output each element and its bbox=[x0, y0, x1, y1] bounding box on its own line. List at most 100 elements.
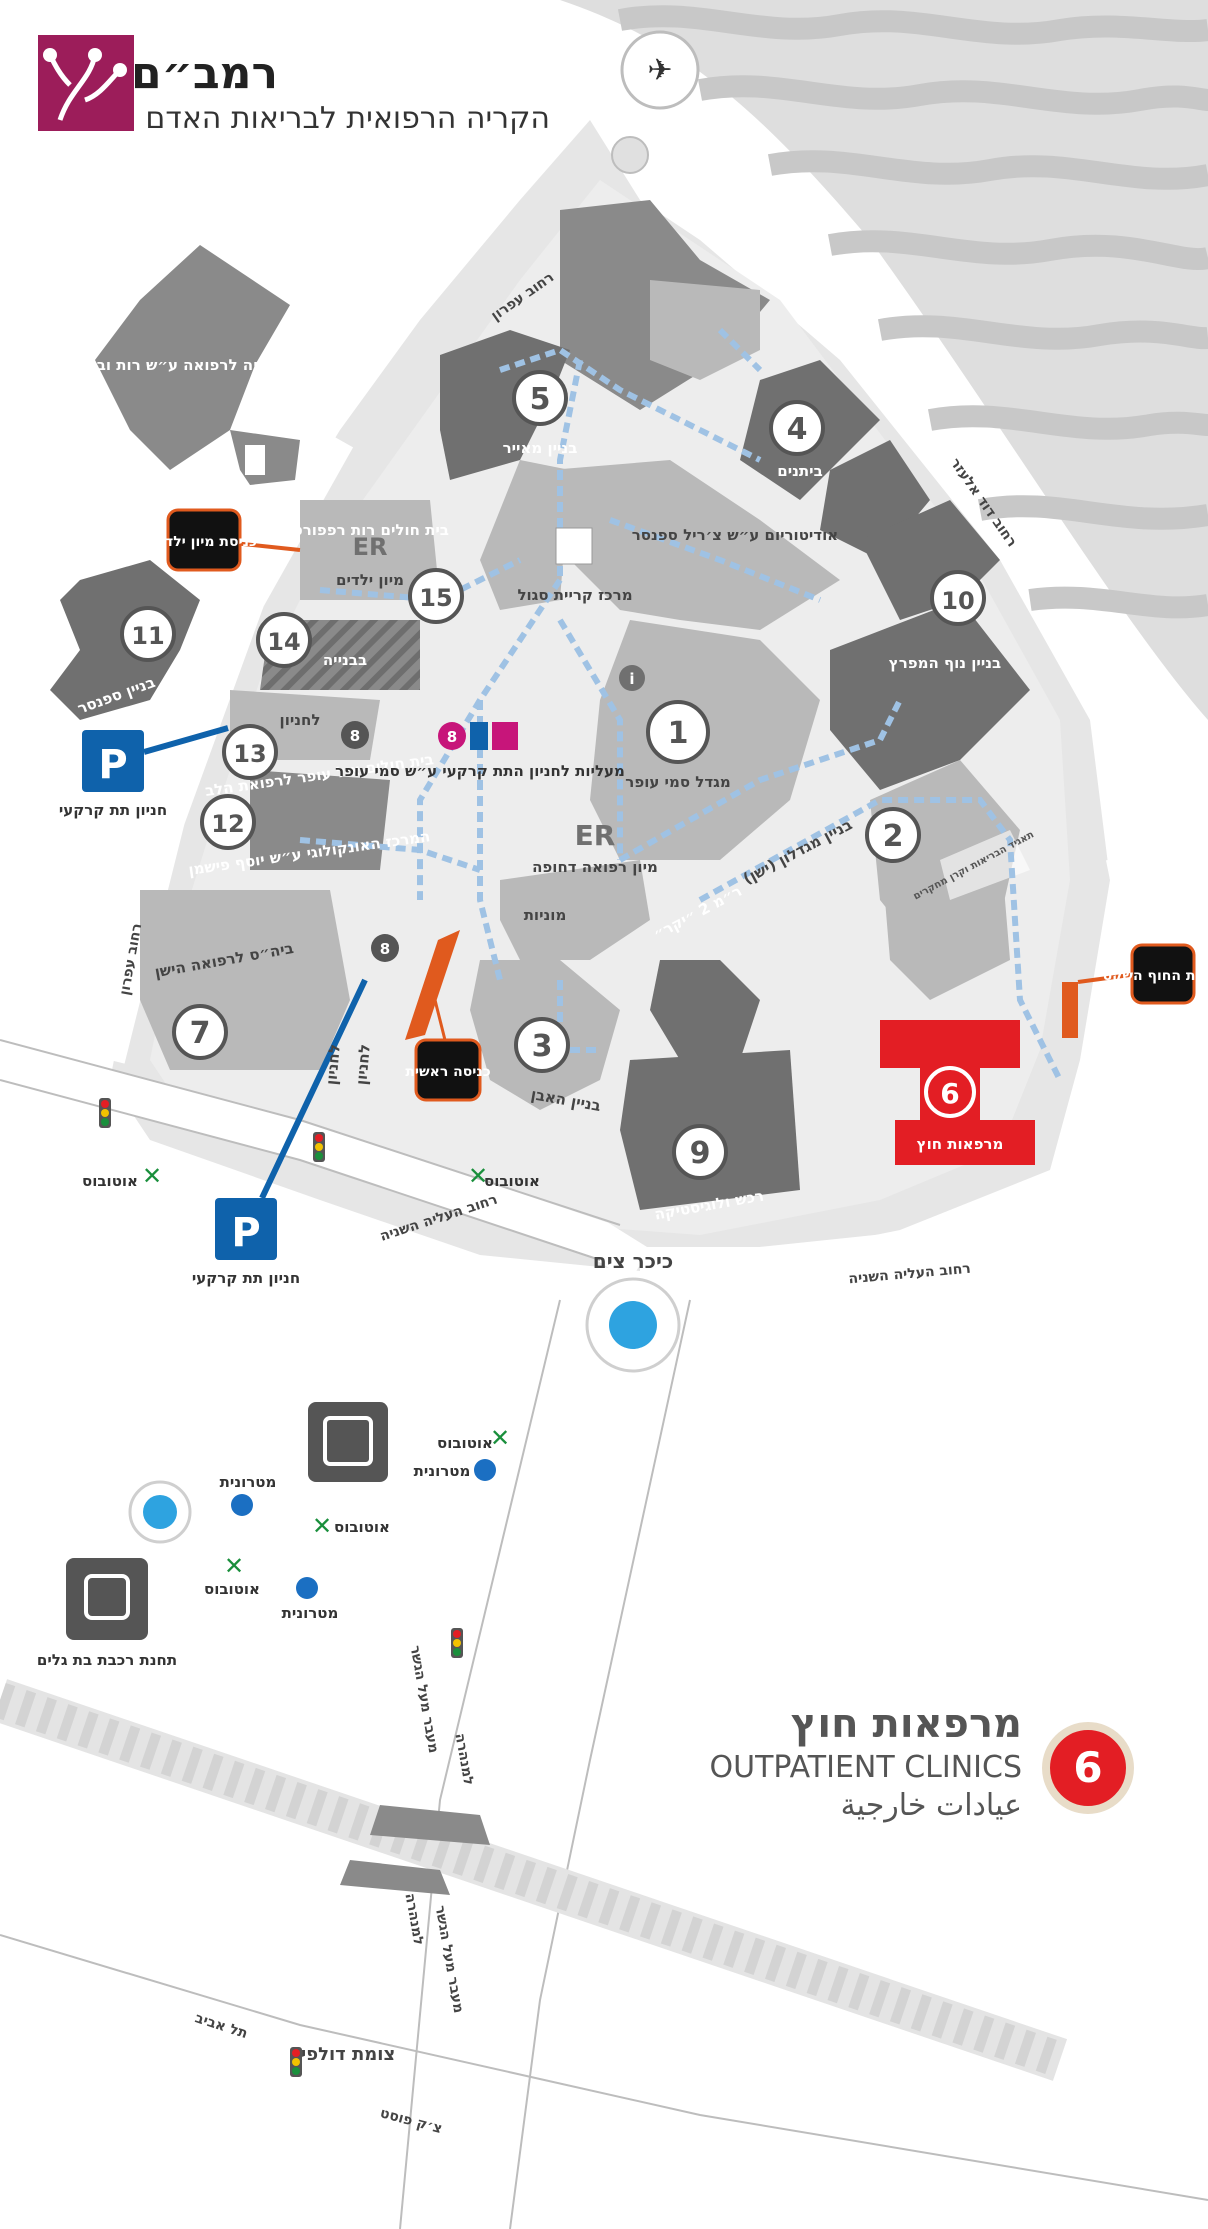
technion-building bbox=[95, 245, 300, 485]
helipad: ✈ bbox=[611, 30, 700, 174]
parking-labels: חניון תת קרקעי חניון תת קרקעי מעליות לחנ… bbox=[59, 711, 625, 1287]
badge-9: 9 bbox=[672, 1124, 728, 1180]
svg-text:9: 9 bbox=[690, 1136, 711, 1171]
badge-parking-8-left: 8 bbox=[341, 721, 369, 749]
bus-icon: ✕ bbox=[490, 1424, 510, 1452]
label-auditorium: אודיטוריום ע״ש צ׳ריל ספנסר bbox=[632, 526, 838, 544]
badge-15: 15 bbox=[408, 568, 464, 624]
svg-text:14: 14 bbox=[267, 628, 300, 656]
street-overpass-1: מעבר מעל הגשר bbox=[407, 1644, 442, 1754]
parking-icon-left[interactable]: P bbox=[82, 730, 144, 792]
kikar-zim-roundabout bbox=[585, 1277, 681, 1373]
label-metronit-2: מטרונית bbox=[220, 1473, 277, 1491]
label-taxis: מוניות bbox=[524, 906, 567, 924]
svg-text:3: 3 bbox=[532, 1029, 553, 1064]
svg-text:P: P bbox=[98, 742, 127, 788]
building-number-badges: 1 2 3 4 5 6 7 9 10 11 12 13 14 15 8 8 bbox=[120, 370, 986, 1180]
label-er-children: ER bbox=[353, 533, 388, 561]
badge-11: 11 bbox=[120, 606, 176, 662]
svg-text:6: 6 bbox=[940, 1077, 959, 1110]
svg-text:10: 10 bbox=[941, 587, 974, 615]
label-building-6: מרפאות חוץ bbox=[917, 1135, 1004, 1153]
badge-7: 7 bbox=[172, 1004, 228, 1060]
bus-station-icon bbox=[308, 1402, 388, 1482]
bridge bbox=[340, 1805, 490, 1895]
svg-text:12: 12 bbox=[211, 810, 244, 838]
label-elevators: מעליות לחניון התת קרקעי ע״ש סמי עופר bbox=[335, 762, 625, 780]
label-parking-bottom: חניון תת קרקעי bbox=[192, 1269, 300, 1287]
label-bus-4: אוטובוס bbox=[334, 1518, 390, 1536]
street-to-city-2: למנהרה bbox=[401, 1892, 426, 1947]
entrance-children-er-label: כניסת מיון ילדים bbox=[151, 534, 257, 550]
badge-parking-8-mid: 8 bbox=[371, 934, 399, 962]
sea-waves bbox=[560, 0, 1208, 720]
traffic-light-icon bbox=[313, 1132, 325, 1162]
metronit-icon bbox=[296, 1577, 318, 1599]
entrance-children-er[interactable]: כניסת מיון ילדים bbox=[151, 508, 301, 572]
elevator-parking-number: 8 bbox=[447, 728, 457, 746]
label-building-4: ביתנים bbox=[777, 462, 822, 480]
svg-text:P: P bbox=[231, 1210, 260, 1256]
label-parking-left: חניון תת קרקעי bbox=[59, 801, 167, 819]
label-emergency-main: מיון רפואה דחופה bbox=[532, 858, 658, 876]
bat-galim-roundabout bbox=[128, 1480, 192, 1544]
label-technion: הטכניון הפקולטה לרפואה ע״ש רות וברוך רפפ… bbox=[16, 356, 365, 374]
svg-text:13: 13 bbox=[233, 740, 266, 768]
label-bus-5: אוטובוס bbox=[204, 1580, 260, 1598]
label-building-15: בית חולים רות רפפורט לילדים bbox=[241, 521, 449, 539]
parking-icon-bottom[interactable]: P bbox=[215, 1198, 277, 1260]
svg-text:5: 5 bbox=[530, 382, 551, 417]
traffic-light-icon bbox=[451, 1628, 463, 1658]
bus-icon: ✕ bbox=[224, 1552, 244, 1580]
label-bus-3: אוטובוס bbox=[437, 1434, 493, 1452]
traffic-light-icon bbox=[99, 1098, 111, 1128]
street-dolphin: צומת דולפין bbox=[295, 2044, 396, 2065]
svg-text:15: 15 bbox=[419, 584, 452, 612]
bus-icon: ✕ bbox=[312, 1512, 332, 1540]
svg-text:11: 11 bbox=[131, 622, 164, 650]
traffic-lights bbox=[99, 1098, 463, 2077]
label-segal: מרכז קריית סגול bbox=[517, 586, 632, 604]
info-icon-letter: i bbox=[629, 670, 634, 688]
label-building-14: בבנייה bbox=[323, 651, 367, 669]
brand-name: רמב״ם bbox=[131, 48, 278, 99]
brand-header: רמב״ם הקריה הרפואית לבריאות האדם bbox=[38, 35, 550, 136]
elevator-icons: 8 bbox=[438, 722, 518, 750]
entrance-main[interactable]: כניסה ראשית bbox=[405, 930, 491, 1102]
badge-2: 2 bbox=[865, 807, 921, 863]
label-metronit-3: מטרונית bbox=[282, 1604, 339, 1622]
svg-text:8: 8 bbox=[380, 940, 390, 958]
label-building-5: בניין מאייר bbox=[503, 439, 578, 457]
badge-4: 4 bbox=[769, 400, 825, 456]
svg-text:2: 2 bbox=[883, 819, 904, 854]
bus-icon: ✕ bbox=[142, 1162, 162, 1190]
legend-title-he: מרפאות חוץ bbox=[791, 1701, 1022, 1747]
badge-13: 13 bbox=[222, 724, 278, 780]
badge-6: 6 bbox=[924, 1066, 976, 1118]
label-bus-2: אוטובוס bbox=[484, 1172, 540, 1190]
label-emergency-children: מיון ילדים bbox=[336, 571, 404, 589]
svg-text:1: 1 bbox=[668, 716, 689, 751]
entrance-quiet-beach[interactable]: כניסת החוף השקט bbox=[1062, 943, 1208, 1038]
bus-icon: ✕ bbox=[468, 1162, 488, 1190]
svg-text:✈: ✈ bbox=[647, 53, 672, 88]
label-to-parking-1: לחניון bbox=[280, 711, 321, 729]
svg-text:8: 8 bbox=[350, 727, 360, 745]
label-train-station: תחנת רכבת בת גלים bbox=[37, 1651, 177, 1669]
legend-number: 6 bbox=[1073, 1743, 1102, 1792]
legend-outpatient: 6 מרפאות חוץ OUTPATIENT CLINICS عيادات خ… bbox=[710, 1701, 1134, 1823]
entrance-main-label: כניסה ראשית bbox=[405, 1064, 490, 1080]
label-metronit-1: מטרונית bbox=[414, 1462, 471, 1480]
traffic-light-icon bbox=[290, 2047, 302, 2077]
svg-text:7: 7 bbox=[190, 1016, 211, 1051]
svg-text:4: 4 bbox=[787, 412, 808, 447]
rail-tracks bbox=[0, 1679, 1068, 2081]
badge-12: 12 bbox=[200, 794, 256, 850]
label-building-1: מגדל סמי עופר bbox=[625, 773, 730, 791]
badge-10: 10 bbox=[930, 570, 986, 626]
info-icon: i bbox=[619, 665, 645, 691]
legend-title-en: OUTPATIENT CLINICS bbox=[710, 1750, 1022, 1785]
street-kikar-zim: כיכר צים bbox=[593, 1249, 673, 1273]
metronit-icon bbox=[231, 1494, 253, 1516]
badge-5: 5 bbox=[512, 370, 568, 426]
